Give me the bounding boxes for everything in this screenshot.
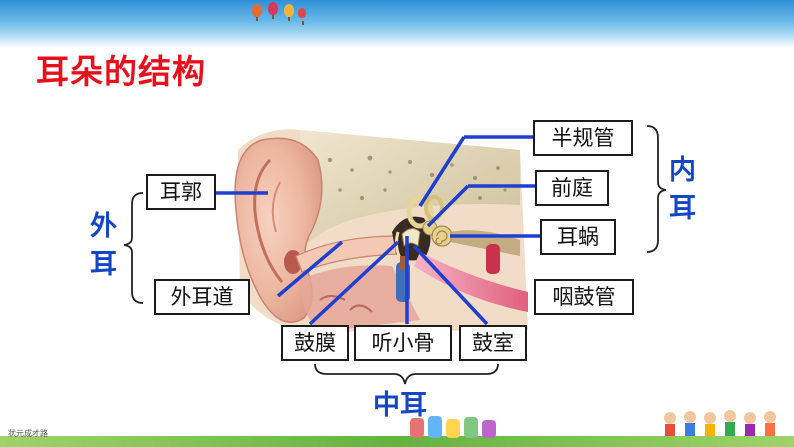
braces bbox=[123, 125, 667, 385]
hot-air-balloon-icon bbox=[252, 4, 262, 21]
grass-footer bbox=[0, 436, 794, 447]
brace-middle-ear bbox=[314, 363, 499, 385]
children-decoration-icon bbox=[664, 410, 776, 436]
label-erkuo: 耳郭 bbox=[146, 174, 216, 210]
hot-air-balloon-icon bbox=[298, 8, 306, 25]
leader-line-banguiguan bbox=[418, 136, 466, 207]
leader-line-qianting bbox=[426, 184, 470, 228]
label-qianting: 前庭 bbox=[535, 170, 609, 206]
group-inner-ear: 内 耳 bbox=[669, 152, 696, 228]
label-gushi: 鼓室 bbox=[459, 325, 527, 361]
ear-illustration bbox=[234, 129, 528, 332]
group-outer-ear-char-2: 耳 bbox=[90, 249, 117, 280]
leader-lines bbox=[214, 135, 541, 326]
footer-watermark: 状元成才路 bbox=[8, 429, 48, 438]
label-guban: 鼓膜 bbox=[281, 325, 349, 361]
page-title: 耳朵的结构 bbox=[36, 52, 206, 91]
toy-characters-icon bbox=[410, 416, 496, 438]
label-tingxiaogu: 听小骨 bbox=[354, 325, 452, 361]
group-outer-ear: 外 耳 bbox=[90, 208, 117, 284]
leader-line-gushi bbox=[412, 244, 489, 326]
hot-air-balloon-icon bbox=[268, 2, 278, 19]
label-yanguguan: 咽鼓管 bbox=[534, 279, 634, 315]
sky-banner bbox=[0, 0, 794, 48]
group-inner-ear-char-1: 内 bbox=[669, 155, 696, 186]
group-outer-ear-char-1: 外 bbox=[90, 211, 117, 242]
label-waierdao: 外耳道 bbox=[154, 279, 250, 315]
group-inner-ear-char-2: 耳 bbox=[669, 193, 696, 224]
leader-line-waierdao bbox=[276, 240, 344, 298]
brace-outer-ear bbox=[123, 192, 144, 304]
leader-line-guban bbox=[308, 240, 400, 326]
label-erwo: 耳蜗 bbox=[540, 219, 616, 255]
brace-inner-ear bbox=[646, 125, 667, 253]
group-middle-ear: 中耳 bbox=[373, 390, 427, 421]
hot-air-balloon-icon bbox=[284, 4, 294, 21]
label-banguiguan: 半规管 bbox=[533, 120, 633, 156]
